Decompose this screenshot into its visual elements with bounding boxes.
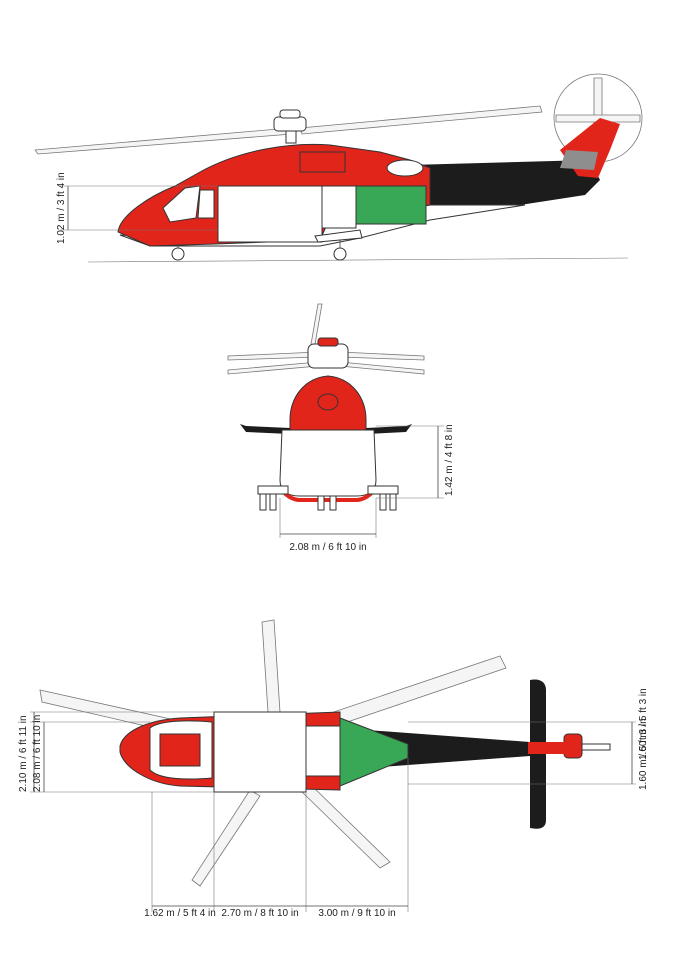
rear-door [321, 185, 357, 229]
main-rotor-blade [299, 783, 391, 869]
cockpit-door-window [197, 189, 215, 219]
top-cockpit-length-label: 1.62 m / 5 ft 4 in [144, 908, 216, 919]
main-rotor-blade [191, 789, 261, 887]
tail-rotor-hub [563, 733, 583, 759]
horizontal-stabiliser [530, 679, 546, 829]
front-cabin-height-label: 1.42 m / 4 ft 8 in [444, 424, 455, 496]
rotor-hub-top [279, 109, 301, 119]
top-cabin-length-label: 2.70 m / 8 ft 10 in [221, 908, 298, 919]
stub-wing-left [240, 424, 290, 434]
main-rotor-blade [261, 619, 281, 713]
main-rotor-blade [227, 351, 319, 361]
engine-cowling [299, 151, 346, 173]
wheel [379, 493, 387, 511]
top-tail-right-lower-label: 1.60 m / 5 ft 3 in [638, 718, 649, 790]
baggage-area [355, 185, 427, 225]
main-wheel [333, 247, 347, 261]
cockpit-frame [159, 733, 201, 767]
front-view: 1.42 m / 4 ft 8 in 2.08 m / 6 ft 10 in [227, 303, 455, 553]
side-view: 1.02 m / 3 ft 4 in [34, 73, 643, 263]
wheel [389, 493, 397, 511]
main-rotor-blade [299, 105, 543, 135]
gear-right [367, 485, 399, 495]
rear-compartment [305, 725, 341, 777]
nose-wheel [171, 247, 185, 261]
top-cabin-width-label: 2.08 m / 6 ft 10 in [32, 715, 43, 792]
tail-boom [410, 160, 600, 205]
rotor-mast [285, 130, 297, 144]
nose-wheel [317, 495, 325, 511]
main-rotor-blade [34, 127, 293, 155]
tail-fin-stripe [560, 150, 598, 170]
tail-end-red [528, 742, 566, 754]
cabin-front [279, 429, 377, 497]
front-cabin-width-label: 2.08 m / 6 ft 10 in [289, 542, 366, 553]
top-view: 2.10 m / 6 ft 11 in 2.08 m / 6 ft 10 in … [18, 619, 649, 919]
gear-sponson [314, 229, 363, 243]
top-tail-right-upper-label: 1.60 m / 5 ft 3 in [638, 688, 649, 760]
engine-exhaust [386, 159, 424, 177]
top-baggage-length-label: 3.00 m / 9 ft 10 in [318, 908, 395, 919]
baggage-area [339, 717, 409, 787]
rotor-hub [307, 343, 349, 369]
engine-intake [317, 393, 339, 411]
gear-left [257, 485, 289, 495]
wheel [259, 493, 267, 511]
ground-line [87, 257, 629, 263]
cabin-door [217, 185, 323, 243]
main-rotor-blade [339, 361, 425, 375]
main-rotor-blade [339, 351, 425, 361]
top-overall-width-label: 2.10 m / 6 ft 11 in [18, 715, 29, 792]
tail-rotor-blade [555, 114, 641, 123]
main-rotor-blade [227, 361, 319, 375]
rotor-hub [273, 116, 307, 132]
side-cabin-height-label: 1.02 m / 3 ft 4 in [56, 172, 67, 244]
cabin-floor [213, 711, 307, 793]
cockpit-window [162, 185, 201, 223]
wheel [269, 493, 277, 511]
nose-wheel [329, 495, 337, 511]
rotor-hub-cap [317, 337, 339, 347]
stub-wing-right [366, 424, 412, 434]
